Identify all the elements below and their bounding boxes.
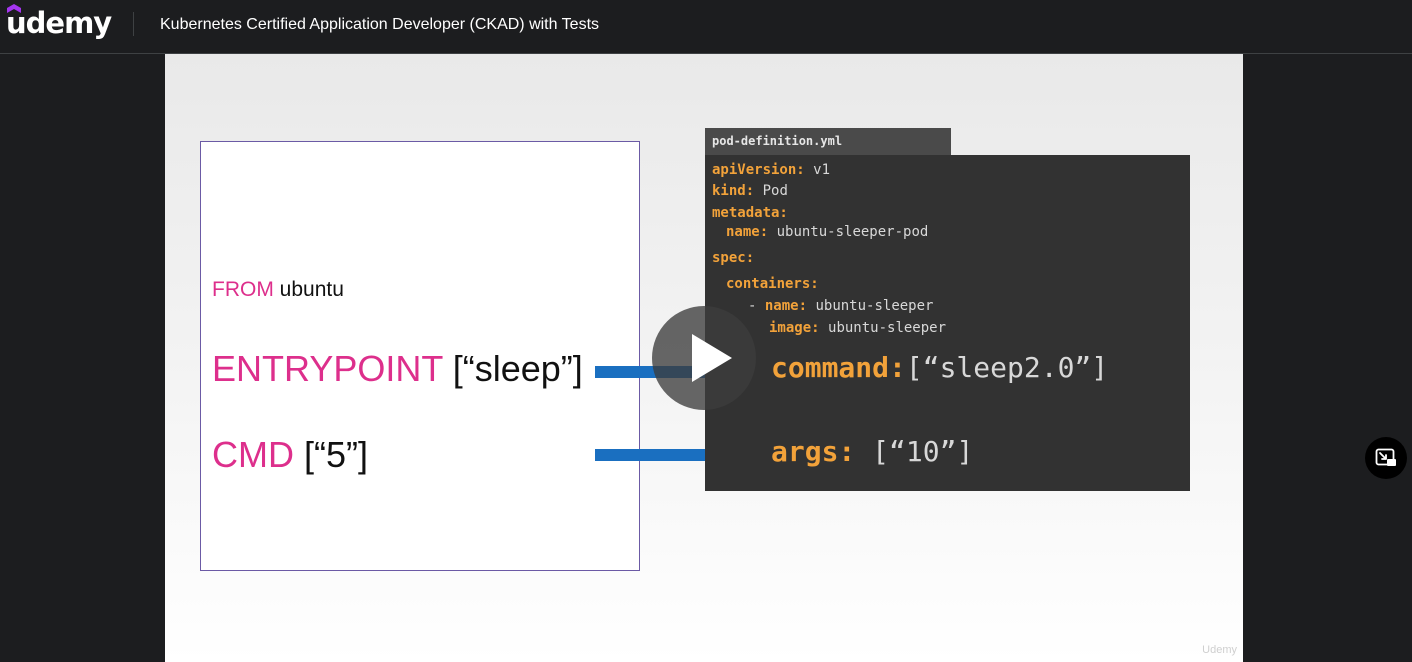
logo-hat-icon bbox=[7, 4, 21, 13]
yaml-key: containers: bbox=[726, 276, 819, 292]
yaml-spec-line: spec: bbox=[712, 250, 754, 266]
yaml-key: args: bbox=[771, 435, 856, 468]
course-title[interactable]: Kubernetes Certified Application Develop… bbox=[160, 16, 600, 33]
entrypoint-keyword: ENTRYPOINT bbox=[212, 348, 443, 389]
top-header: udemy Kubernetes Certified Application D… bbox=[0, 0, 1412, 54]
yaml-containers-line: containers: bbox=[726, 276, 819, 292]
play-icon bbox=[692, 334, 732, 382]
cmd-line: CMD [“5”] bbox=[212, 434, 368, 476]
yaml-name-line: name: ubuntu-sleeper-pod bbox=[726, 224, 928, 240]
yaml-filename: pod-definition.yml bbox=[712, 134, 843, 148]
udemy-logo[interactable]: udemy bbox=[6, 4, 112, 44]
yaml-key: name: bbox=[764, 298, 808, 314]
yaml-value: ubuntu-sleeper-pod bbox=[776, 224, 929, 240]
cmd-keyword: CMD bbox=[212, 434, 294, 475]
picture-in-picture-icon bbox=[1375, 448, 1396, 466]
yaml-key: command: bbox=[771, 351, 906, 384]
yaml-api-line: apiVersion: v1 bbox=[712, 162, 830, 178]
yaml-filename-tab: pod-definition.yml bbox=[705, 128, 951, 156]
yaml-image-line: image: ubuntu-sleeper bbox=[769, 320, 946, 336]
from-value: ubuntu bbox=[279, 278, 344, 301]
cmd-value: [“5”] bbox=[304, 434, 369, 475]
yaml-value: ubuntu-sleeper bbox=[828, 320, 947, 336]
yaml-key: name: bbox=[726, 224, 769, 240]
play-button[interactable] bbox=[652, 306, 756, 410]
yaml-value: [“10”] bbox=[872, 435, 974, 468]
yaml-kind-line: kind: Pod bbox=[712, 183, 788, 199]
dockerfile-panel: FROM ubuntu ENTRYPOINT [“sleep”] CMD [“5… bbox=[200, 141, 640, 571]
yaml-key: apiVersion: bbox=[712, 162, 805, 178]
from-keyword: FROM bbox=[212, 278, 274, 301]
yaml-cname-line: - name: ubuntu-sleeper bbox=[748, 298, 933, 314]
yaml-key: spec: bbox=[712, 250, 755, 266]
yaml-value: ubuntu-sleeper bbox=[815, 298, 934, 314]
from-line: FROM ubuntu bbox=[212, 278, 344, 302]
entrypoint-line: ENTRYPOINT [“sleep”] bbox=[212, 348, 583, 390]
yaml-dash: - bbox=[748, 298, 757, 314]
yaml-value: [“sleep2.0”] bbox=[905, 351, 1109, 384]
yaml-key: kind: bbox=[712, 183, 755, 199]
yaml-args-line: args: [“10”] bbox=[771, 435, 973, 468]
yaml-panel: apiVersion: v1 kind: Pod metadata: name:… bbox=[705, 155, 1190, 491]
entrypoint-value: [“sleep”] bbox=[452, 348, 583, 389]
header-divider bbox=[133, 12, 134, 36]
logo-text: udemy bbox=[6, 6, 112, 40]
yaml-value: Pod bbox=[762, 183, 788, 199]
yaml-command-line: command:[“sleep2.0”] bbox=[771, 351, 1108, 384]
yaml-metadata-line: metadata: bbox=[712, 205, 788, 221]
udemy-watermark: Udemy bbox=[1202, 644, 1237, 656]
picture-in-picture-button[interactable] bbox=[1365, 437, 1407, 479]
yaml-key: image: bbox=[769, 320, 820, 336]
yaml-value: v1 bbox=[813, 162, 831, 178]
yaml-key: metadata: bbox=[712, 205, 788, 221]
